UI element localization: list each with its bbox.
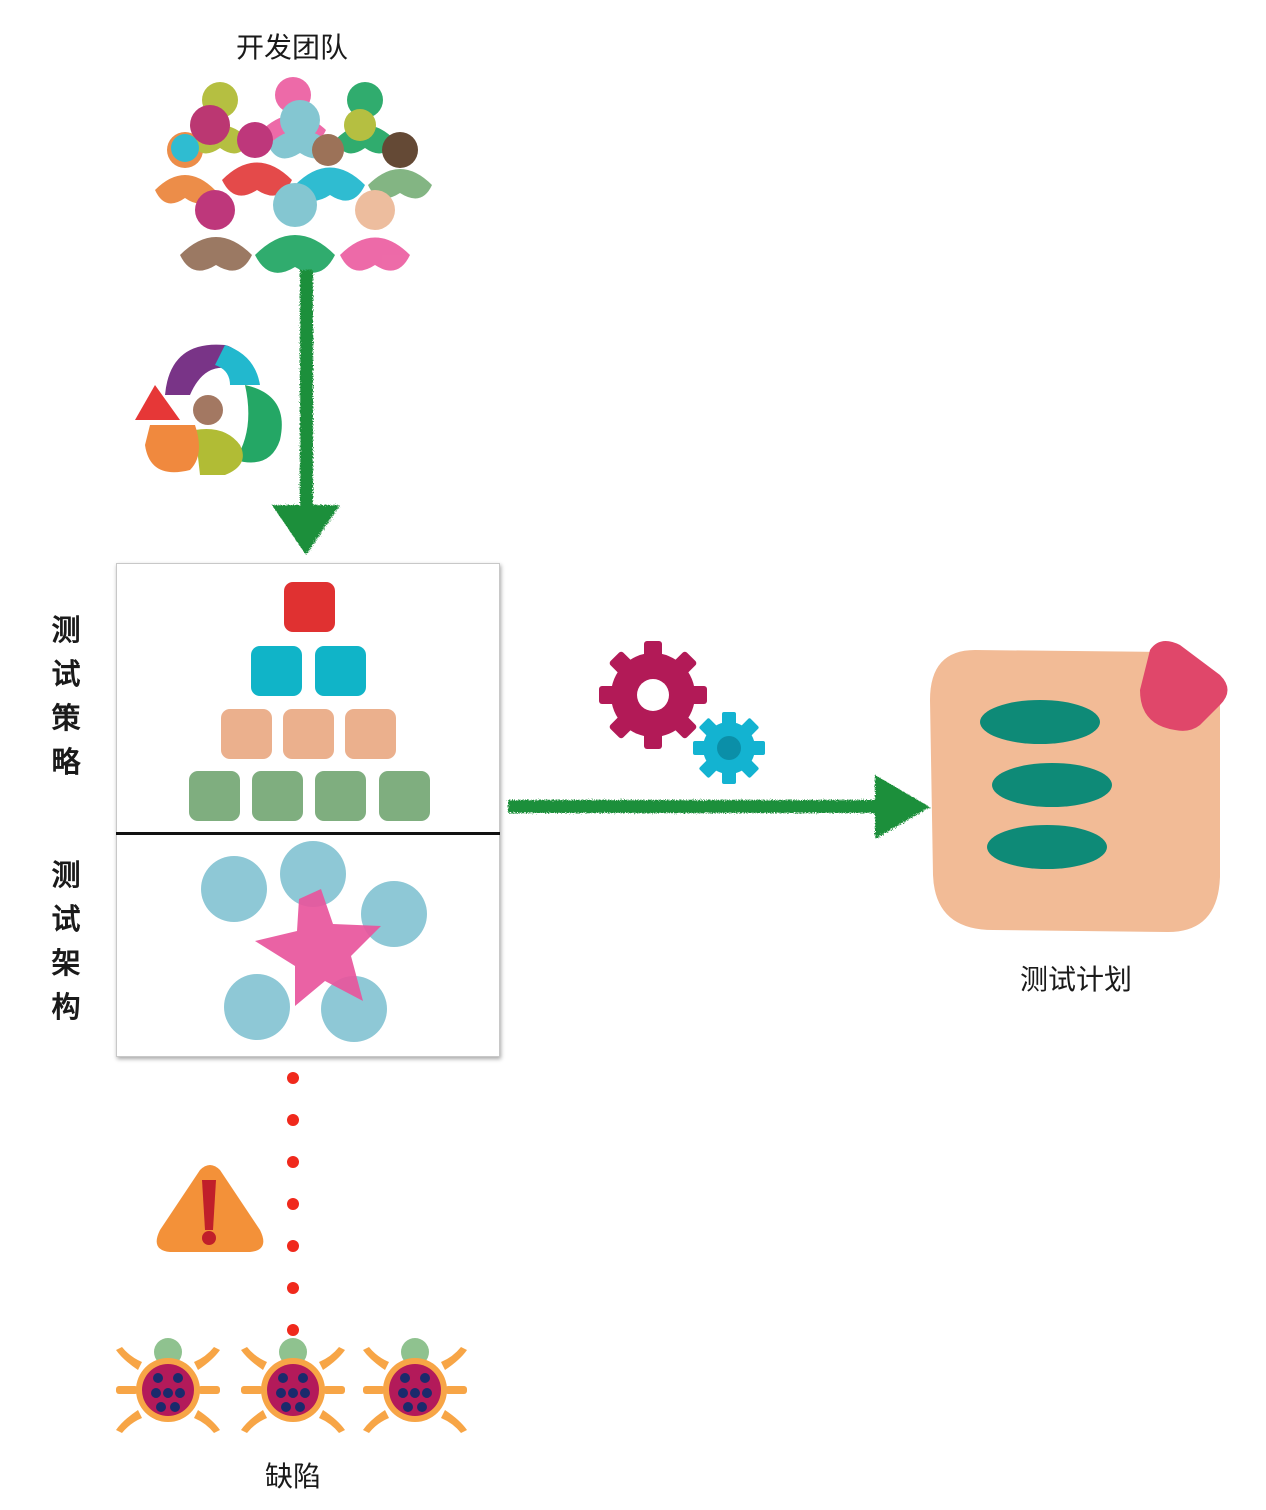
- card-divider: [116, 832, 500, 835]
- collaboration-cycle-icon: [135, 344, 282, 475]
- gears-icon: [599, 641, 765, 784]
- architecture-star-icon: [201, 841, 427, 1042]
- flow-arrow-down: [272, 270, 340, 555]
- test-strategy-char: 策: [51, 701, 81, 735]
- people-group-icon: [155, 77, 432, 273]
- test-architecture-char: 测: [51, 858, 81, 892]
- test-strategy-char: 测: [51, 613, 81, 647]
- bug-icon-1: [116, 1338, 220, 1433]
- flow-arrow-right: [508, 775, 930, 839]
- dotted-connector: [287, 1072, 299, 1336]
- test-strategy-char: 略: [51, 745, 81, 779]
- warning-icon: [156, 1165, 264, 1252]
- test-architecture-char: 试: [51, 902, 81, 936]
- card-graphics: [189, 582, 430, 1042]
- strategy-architecture-card: [116, 563, 500, 1057]
- test-architecture-char: 架: [51, 946, 81, 980]
- document-icon: [930, 641, 1228, 932]
- test-architecture-label: 测 试 架 构: [46, 853, 86, 1029]
- test-pyramid-icon: [189, 582, 430, 821]
- test-strategy-char: 试: [51, 657, 81, 691]
- test-architecture-char: 构: [51, 990, 81, 1024]
- test-strategy-label: 测 试 策 略: [46, 608, 86, 784]
- bug-icon-2: [241, 1338, 345, 1433]
- dev-team-label: 开发团队: [235, 31, 348, 64]
- defects-label: 缺陷: [264, 1460, 321, 1493]
- bug-icon-3: [363, 1338, 467, 1433]
- test-plan-label: 测试计划: [1019, 963, 1132, 996]
